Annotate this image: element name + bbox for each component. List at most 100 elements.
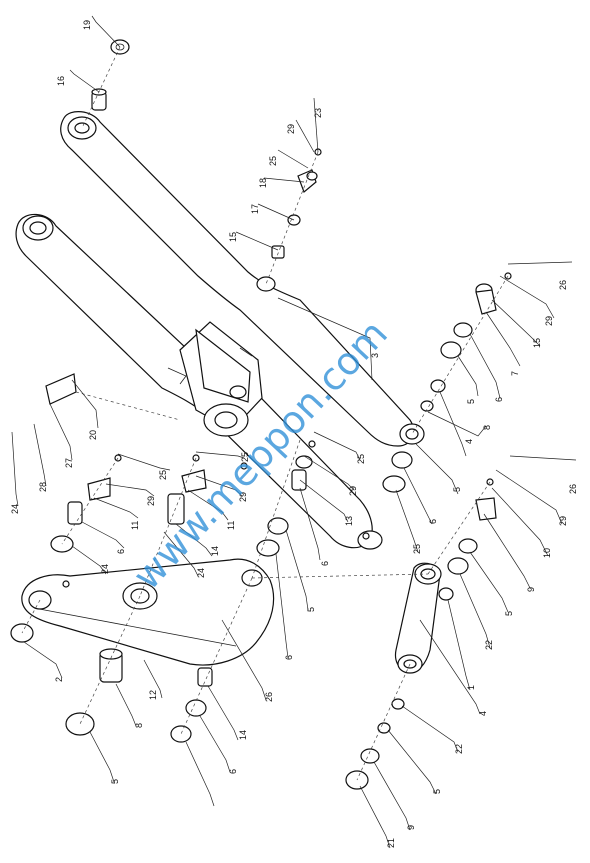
callout-25: 25 bbox=[268, 149, 309, 169]
callout-label: 3 bbox=[370, 353, 380, 358]
callout-label: 21 bbox=[386, 838, 396, 848]
callout-5: 22 bbox=[459, 573, 494, 650]
callout-label: 6 bbox=[428, 519, 438, 524]
callout-27: 28 bbox=[33, 423, 48, 492]
callout-label: 19 bbox=[82, 20, 92, 30]
callout-6: 2 bbox=[23, 641, 64, 682]
callout-11: 6 bbox=[81, 521, 126, 554]
callout-label: 11 bbox=[130, 521, 140, 530]
callout-label: 26 bbox=[264, 692, 274, 702]
callout-label: 29 bbox=[286, 124, 296, 134]
callout-25: 29 bbox=[105, 483, 156, 506]
callout-label: 29 bbox=[238, 492, 248, 502]
link-rod bbox=[394, 562, 442, 674]
callout-9: 21 bbox=[359, 785, 396, 849]
callout-label: 25 bbox=[356, 454, 366, 464]
callout-label: 29 bbox=[348, 486, 358, 496]
callout-6: 25 bbox=[395, 489, 422, 554]
callout-22: 1 bbox=[447, 599, 476, 691]
callout-6: 5 bbox=[285, 529, 316, 612]
callout-label: 23 bbox=[313, 108, 323, 118]
callout-label: 11 bbox=[226, 521, 236, 530]
callout-label: 24 bbox=[10, 504, 20, 514]
callout-label: 5 bbox=[452, 487, 462, 492]
callout-label: 29 bbox=[146, 496, 156, 506]
callout-29: 29 bbox=[286, 119, 315, 153]
callout-label: 13 bbox=[344, 516, 354, 526]
callout-label: 25 bbox=[158, 470, 168, 480]
callout-5: 6 bbox=[275, 553, 294, 660]
callout-20: 27 bbox=[49, 403, 74, 468]
callout-14: 5 bbox=[89, 731, 120, 784]
callout-2: 26 bbox=[221, 619, 274, 702]
callout-label: 4 bbox=[478, 711, 488, 716]
callout-19: 19 bbox=[82, 15, 121, 48]
callout-6 bbox=[185, 741, 215, 807]
callout-label: 9 bbox=[406, 825, 416, 830]
callout-label: 15 bbox=[228, 232, 238, 242]
callout-label: 6 bbox=[116, 549, 126, 554]
callout-label: 7 bbox=[510, 371, 520, 376]
callout-6: 6 bbox=[469, 333, 504, 402]
callout-13: 14 bbox=[175, 523, 220, 557]
callout-label: 5 bbox=[504, 611, 514, 616]
callout-5: 9 bbox=[373, 761, 416, 831]
callout-label: 28 bbox=[38, 482, 48, 492]
callout-label: 20 bbox=[88, 430, 98, 440]
callout-label: 8 bbox=[482, 425, 492, 430]
callout-17: 17 bbox=[250, 203, 295, 221]
upper-boom-arm bbox=[60, 111, 425, 447]
callout-5: 6 bbox=[199, 715, 238, 774]
callout-label: 5 bbox=[110, 779, 120, 784]
callout-29: 11 bbox=[187, 489, 236, 530]
callout-7: 7 bbox=[485, 311, 521, 376]
callout-9: 5 bbox=[469, 551, 514, 616]
callout-label: 14 bbox=[238, 730, 248, 740]
callout-26: 29 bbox=[495, 469, 568, 526]
callout-label: 25 bbox=[412, 544, 422, 554]
callout-label: 22 bbox=[484, 640, 494, 650]
callout-label: 22 bbox=[454, 744, 464, 754]
callout-label: 25 bbox=[268, 156, 278, 166]
callout-18: 18 bbox=[258, 177, 305, 188]
callout-label: 1 bbox=[466, 685, 476, 690]
callout-11: 6 bbox=[299, 487, 330, 566]
callout-15: 15 bbox=[491, 299, 542, 348]
callout-5: 6 bbox=[403, 467, 438, 525]
callout-label: 25 bbox=[240, 452, 250, 462]
callout-label: 9 bbox=[526, 587, 536, 592]
callout-4: 22 bbox=[401, 705, 464, 754]
callout-14: 24 bbox=[163, 531, 206, 578]
callout-label: 10 bbox=[542, 548, 552, 558]
callout-label: 6 bbox=[284, 655, 294, 660]
callout-label: 29 bbox=[558, 516, 568, 526]
callout-5: 8 bbox=[427, 411, 492, 437]
callout-label: 6 bbox=[494, 397, 504, 402]
callout-labels: 19 16 23 29 25 18 17 15 3 26 29 15 7 6 5… bbox=[10, 15, 578, 849]
callout-label: 24 bbox=[196, 568, 206, 578]
callout-label: 24 bbox=[100, 564, 110, 574]
cross-tube-bracket bbox=[167, 321, 263, 437]
callout-8: 14 bbox=[207, 685, 248, 741]
callout-label: 15 bbox=[532, 338, 542, 348]
callout-22: 5 bbox=[387, 729, 442, 795]
callout-label: 29 bbox=[544, 316, 554, 326]
callout-label: 2 bbox=[54, 677, 64, 682]
callout-label: 27 bbox=[64, 458, 74, 468]
callout-1: 4 bbox=[419, 619, 488, 716]
callout-29: 29 bbox=[499, 275, 555, 326]
callout-29: 10 bbox=[491, 487, 552, 558]
callout-4: 4 bbox=[439, 391, 474, 457]
callout-label: 14 bbox=[210, 546, 220, 556]
callout-label: 18 bbox=[258, 178, 268, 188]
callout-5: 5 bbox=[457, 355, 479, 404]
callout-3: 3 bbox=[277, 297, 380, 381]
callout-label: 5 bbox=[466, 399, 476, 404]
callout-23: 23 bbox=[313, 97, 323, 153]
callout-label: 16 bbox=[56, 76, 66, 86]
callout-16: 16 bbox=[56, 69, 100, 93]
center-lines bbox=[21, 46, 509, 781]
callout-21: 20 bbox=[71, 379, 99, 440]
callout-8: 5 bbox=[415, 443, 462, 495]
